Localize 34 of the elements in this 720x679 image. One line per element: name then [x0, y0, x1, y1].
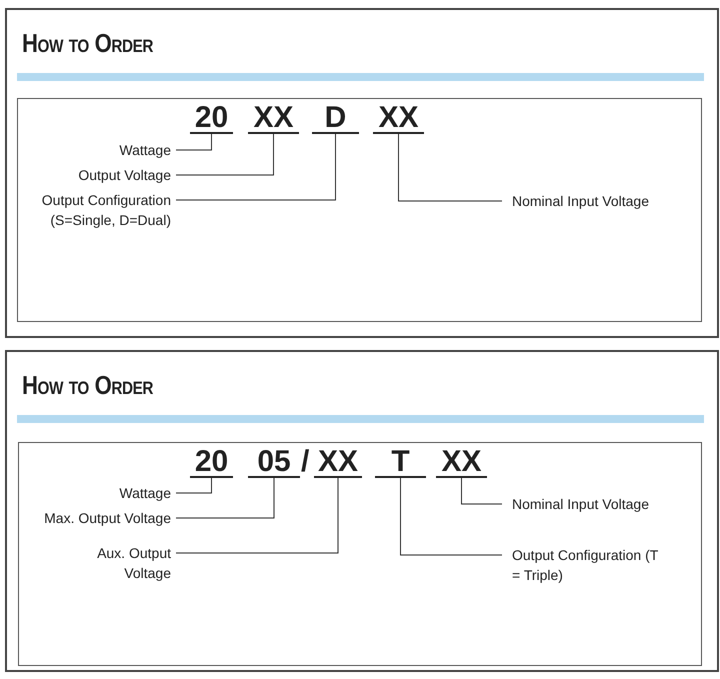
field-description: Wattage: [81, 483, 176, 503]
code-segment: T: [375, 448, 426, 478]
code-segment: D: [312, 104, 359, 134]
code-segment: XX: [314, 448, 362, 478]
field-description: Output Configuration (S=Single, D=Dual): [41, 190, 176, 230]
leader-line: [176, 478, 212, 494]
leader-line: [176, 134, 274, 176]
code-segment: XX: [248, 104, 299, 134]
section-heading: How to Order: [22, 370, 153, 401]
order-panel: [5, 350, 719, 672]
leader-line: [176, 134, 336, 200]
leader-line: [398, 134, 502, 202]
code-segment: 20: [190, 104, 233, 134]
field-description: Nominal Input Voltage: [502, 494, 662, 514]
section-heading: How to Order: [22, 28, 153, 59]
field-description: Aux. Output Voltage: [66, 543, 176, 583]
code-box: [18, 442, 702, 666]
leader-line: [176, 478, 338, 554]
leader-line: [176, 134, 212, 150]
code-box: [17, 98, 702, 322]
leader-line: [176, 478, 274, 518]
field-description: Output Voltage: [56, 165, 176, 185]
separator-slash: /: [301, 448, 310, 476]
field-description: Nominal Input Voltage: [502, 191, 662, 211]
code-segment: XX: [436, 448, 487, 478]
leader-line: [461, 478, 502, 504]
field-description: Max. Output Voltage: [26, 508, 176, 528]
code-segment: XX: [373, 104, 424, 134]
code-segment: 20: [190, 448, 233, 478]
order-panel: [5, 8, 719, 338]
code-segment: 05: [248, 448, 300, 478]
field-description: Wattage: [81, 140, 176, 160]
field-description: Output Configuration (T = Triple): [502, 545, 662, 585]
leader-line: [400, 478, 502, 556]
